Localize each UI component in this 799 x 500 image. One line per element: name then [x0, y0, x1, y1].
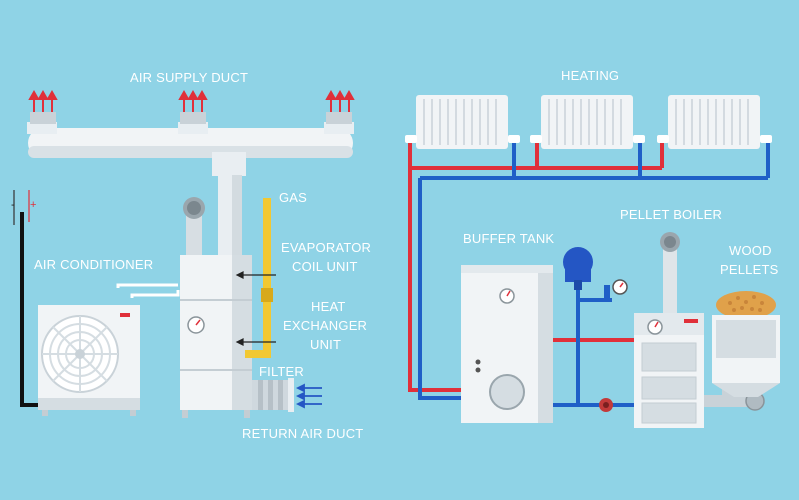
evaporator-label-line2: COIL UNIT: [292, 259, 358, 274]
filter-label: FILTER: [259, 364, 305, 379]
heat-exchanger-label-line3: UNIT: [310, 337, 342, 352]
supply-arrows-middle: [178, 89, 208, 112]
pellet-boiler-label: PELLET BOILER: [620, 207, 723, 222]
evaporator-pointer: [235, 271, 276, 279]
buffer-tank: [461, 265, 553, 423]
circulation-pump-icon: [599, 398, 613, 412]
plus-sign: +: [30, 199, 37, 211]
air-supply-duct: [27, 112, 354, 255]
heat-exchanger-pointer: [235, 338, 276, 346]
return-air-arrows: [295, 383, 322, 409]
air-conditioner-label: AIR CONDITIONER: [34, 257, 154, 272]
wood-pellets-label-line1: WOOD: [729, 243, 772, 258]
fan-icon: [41, 315, 119, 393]
heating-label: HEATING: [561, 68, 620, 83]
cold-return-pipe: [418, 143, 770, 407]
buffer-tank-label: BUFFER TANK: [463, 231, 555, 246]
pellet-hopper: [712, 291, 780, 397]
ac-wiring: [13, 190, 180, 407]
air-conditioner-unit: [38, 305, 140, 416]
radiator-2: [541, 95, 633, 149]
evaporator-label-line1: EVAPORATOR: [281, 240, 372, 255]
minus-sign: -: [11, 199, 15, 211]
heat-exchanger-label-line1: HEAT: [311, 299, 346, 314]
furnace-unit: [180, 197, 252, 418]
wood-pellets-label-line2: PELLETS: [720, 262, 779, 277]
expansion-tank: [563, 247, 593, 290]
return-air-duct-label: RETURN AIR DUCT: [242, 426, 364, 441]
hot-supply-pipe: [408, 143, 664, 392]
radiator-valves: [405, 135, 772, 143]
radiator-3: [668, 95, 760, 149]
filter-unit: [252, 378, 294, 412]
supply-arrows-right: [325, 89, 355, 112]
pressure-gauge-icon: [604, 279, 628, 300]
air-supply-duct-label: AIR SUPPLY DUCT: [130, 70, 249, 85]
gas-label: GAS: [279, 190, 308, 205]
gas-pipe: [245, 198, 273, 358]
supply-arrows-left: [28, 89, 58, 112]
pellet-boiler: [634, 313, 704, 428]
radiator-1: [416, 95, 508, 149]
boiler-flue: [660, 232, 680, 317]
heat-exchanger-label-line2: EXCHANGER: [283, 318, 368, 333]
